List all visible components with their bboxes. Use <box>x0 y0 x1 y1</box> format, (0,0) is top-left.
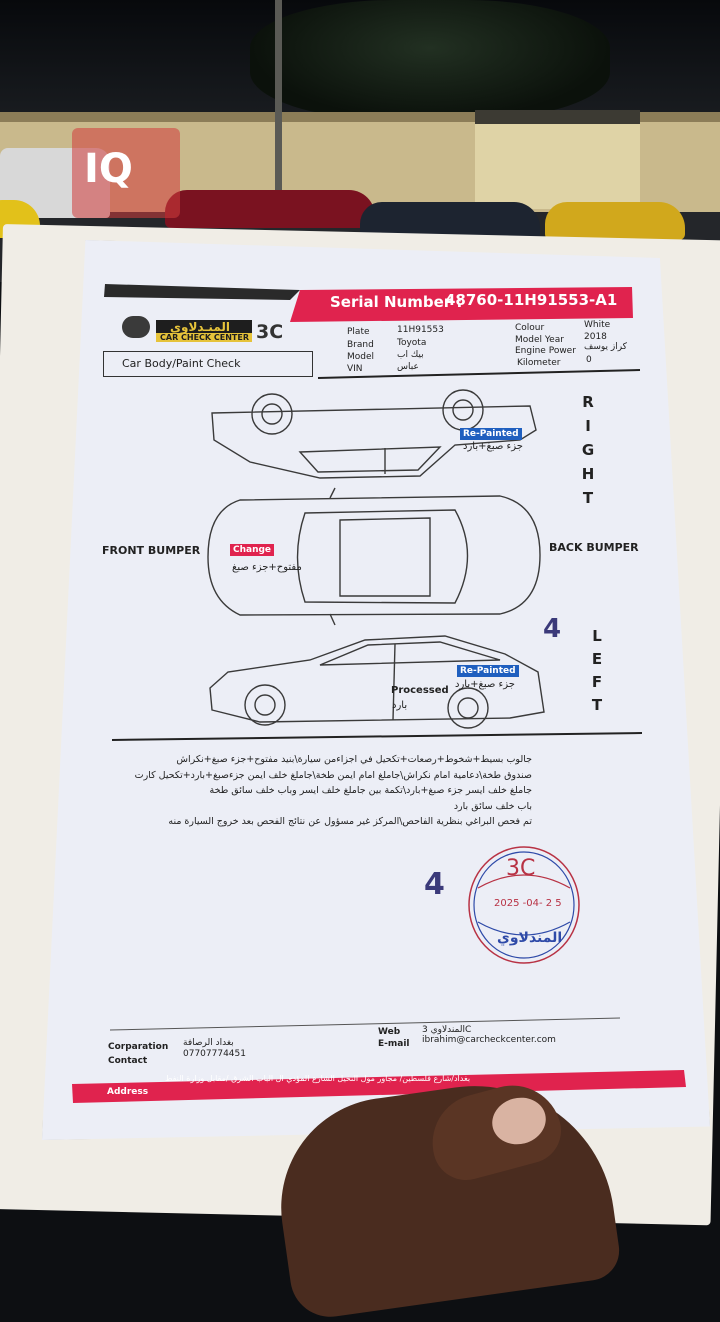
serial-number: 48760-11H91553-A1 <box>445 291 618 309</box>
contact-value: 07707774451 <box>183 1049 246 1059</box>
web-value: المندلاوي 3C <box>422 1025 472 1035</box>
right-label-letter: H <box>581 465 595 483</box>
top-change-tag: Change <box>230 544 275 556</box>
watermark-logo: IQ <box>72 128 180 218</box>
left-label-letter: E <box>591 650 603 668</box>
stamp-code: 3C <box>506 856 536 881</box>
handwritten-mark-top: 4 <box>543 614 562 644</box>
left-processed-note: بارد <box>392 700 408 711</box>
header-graphics <box>104 284 641 379</box>
left-processed-label: Processed <box>391 685 449 696</box>
contact-label: Contact <box>108 1056 148 1066</box>
right-label-letter: T <box>582 489 594 507</box>
handwritten-mark-bottom: 4 <box>424 867 445 902</box>
inspection-notes: جالوب بسيط+شخوط+رصعات+تكحيل في اجزاءمن س… <box>122 752 532 830</box>
note-line: جالوب بسيط+شخوط+رصعات+تكحيل في اجزاءمن س… <box>176 754 532 765</box>
top-change-note: مفتوح+جزء صبغ <box>232 562 302 573</box>
engine-value: كراز يوسف <box>584 342 627 352</box>
left-repainted-note: جزء صبغ+بارد <box>455 679 515 690</box>
colour-label: Colour <box>515 323 545 333</box>
email-value: ibrahim@carcheckcenter.com <box>422 1035 556 1045</box>
car-left-side-view <box>209 635 545 729</box>
note-line: باب خلف سائق بارد <box>453 800 532 812</box>
brand-value: Toyota <box>397 338 427 348</box>
right-label-letter: I <box>585 417 591 435</box>
corporation-label: Corparation <box>108 1042 169 1052</box>
tree-silhouette <box>250 0 610 120</box>
parked-car-yellow <box>545 202 685 240</box>
background-gate <box>475 110 640 209</box>
km-value: 0 <box>586 355 592 365</box>
address-value: بغداد/شارع فلسطين/ مجاور مول النخيل الشا… <box>165 1074 471 1083</box>
section-title: Car Body/Paint Check <box>122 357 241 370</box>
stamp-circle <box>468 846 580 964</box>
serial-label: Serial Number : <box>330 293 463 311</box>
right-label-letter: R <box>582 393 594 411</box>
company-code: 3C <box>256 321 284 343</box>
web-label: Web <box>378 1027 401 1037</box>
back-bumper-label: BACK BUMPER <box>549 541 639 554</box>
left-label-letter: L <box>592 627 602 645</box>
engine-label: Engine Power <box>515 346 576 356</box>
inspection-sheet <box>42 240 710 1140</box>
corporation-value: بغداد الرصافة <box>183 1038 234 1048</box>
year-label: Model Year <box>515 335 564 345</box>
front-bumper-label: FRONT BUMPER <box>102 544 201 557</box>
brand-label: Brand <box>347 340 374 350</box>
right-repainted-tag: Re-Painted <box>460 428 522 440</box>
plate-label: Plate <box>347 327 370 337</box>
km-label: Kilometer <box>517 358 561 368</box>
right-label-letter: G <box>581 441 595 459</box>
car-top-view <box>207 487 541 626</box>
car-diagrams <box>72 389 686 1103</box>
note-line: جاملغ خلف ايسر جزء صبغ+بارد\تكمة بين جام… <box>209 785 533 796</box>
model-label: Model <box>347 352 375 362</box>
stamp-name: المندلاوي <box>497 930 563 946</box>
note-line: صندوق طخة\دعامية امام نكراش\جاملغ امام ا… <box>134 769 532 781</box>
left-repainted-tag: Re-Painted <box>457 665 519 677</box>
parked-car-red <box>165 190 375 228</box>
right-repainted-note: جزء صبغ+بارد <box>463 441 523 452</box>
address-label: Address <box>107 1087 149 1097</box>
left-label-letter: T <box>591 696 603 714</box>
section-title-box <box>103 351 313 377</box>
vin-value: عباس <box>397 362 419 372</box>
colour-value: White <box>584 320 611 330</box>
model-value: بيك اب <box>397 350 424 360</box>
email-label: E-mail <box>378 1039 410 1049</box>
street-pole <box>275 0 282 200</box>
plate-value: 11H91553 <box>397 325 444 335</box>
note-line: تم فحص البراغي بنظرية الفاحص\المركز غير … <box>168 816 532 827</box>
company-english-name: CAR CHECK CENTER <box>160 333 250 342</box>
vin-label: VIN <box>347 364 363 374</box>
year-value: 2018 <box>584 332 607 342</box>
left-label-letter: F <box>591 673 603 691</box>
stamp-date: 2025 -04- 2 5 <box>494 898 562 909</box>
company-arabic-name: المنـدلاوي <box>170 320 230 334</box>
